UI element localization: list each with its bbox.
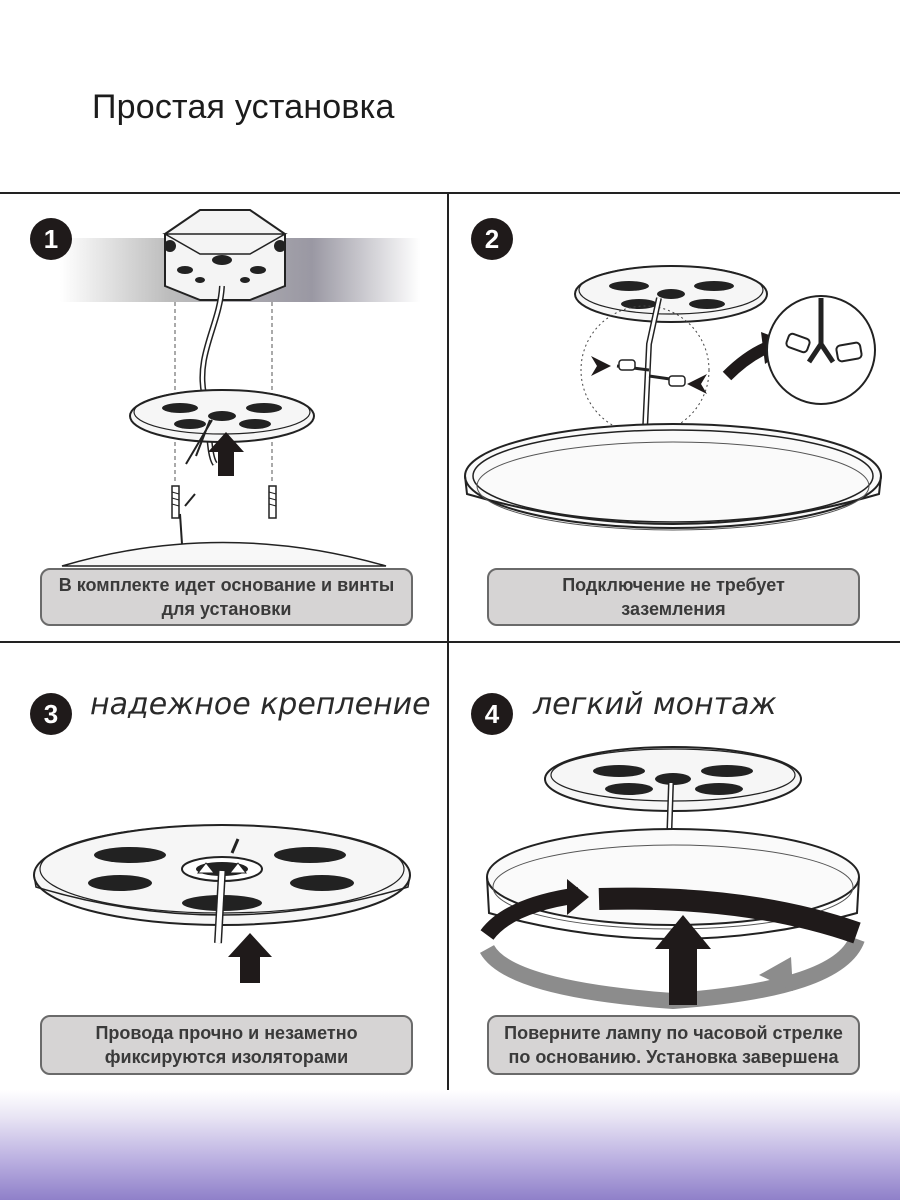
gradient-footer — [0, 1090, 900, 1200]
step-4-heading: легкий монтаж — [533, 687, 777, 722]
step-3-number-badge: 3 — [30, 693, 72, 735]
up-arrow-icon — [655, 915, 711, 1005]
step-2-caption: Подключение не требует заземления — [487, 568, 860, 626]
step-3-panel: 3 надежное крепление Провода прочно и не… — [0, 643, 449, 1090]
wire-connector-icon — [616, 297, 686, 431]
up-arrow-icon — [208, 432, 244, 476]
step-4-caption-line2: по основанию. Установка завершена — [508, 1047, 839, 1067]
step-4-illustration — [479, 746, 865, 1010]
step-3-heading: надежное крепление — [90, 687, 431, 722]
step-1-panel: 1 В комплекте идет основание и винты для… — [0, 194, 449, 643]
step-2-caption-line2: заземления — [621, 599, 726, 619]
mounting-base-icon — [574, 265, 768, 323]
up-arrow-icon — [228, 933, 272, 983]
step-3-caption-line2: фиксируются изоляторами — [104, 1047, 349, 1067]
step-2-number-badge: 2 — [471, 218, 513, 260]
step-1-caption: В комплекте идет основание и винты для у… — [40, 568, 413, 626]
step-4-caption-line1: Поверните лампу по часовой стрелке — [504, 1023, 843, 1043]
step-1-caption-line1: В комплекте идет основание и винты — [58, 575, 395, 595]
step-2-panel: 2 Подключение не требует заземления — [449, 194, 900, 643]
page-title: Простая установка — [92, 88, 395, 126]
step-1-illustration — [60, 209, 420, 567]
step-1-number-badge: 1 — [30, 218, 72, 260]
step-4-panel: 4 легкий монтаж Поверните лампу по часов… — [449, 643, 900, 1090]
step-3-caption: Провода прочно и незаметно фиксируются и… — [40, 1015, 413, 1075]
mounting-base-icon — [544, 746, 802, 812]
step-3-caption-line1: Провода прочно и незаметно — [95, 1023, 358, 1043]
step-2-caption-line1: Подключение не требует — [562, 575, 785, 595]
step-2-illustration — [464, 265, 882, 531]
wire-connector-icon — [766, 295, 876, 405]
lamp-ring-icon — [464, 423, 882, 531]
step-1-caption-line2: для установки — [161, 599, 292, 619]
step-3-illustration — [33, 824, 411, 983]
mounting-base-icon — [129, 389, 315, 443]
step-4-caption: Поверните лампу по часовой стрелке по ос… — [487, 1015, 860, 1075]
screw-icon — [171, 485, 277, 519]
step-4-number-badge: 4 — [471, 693, 513, 735]
steps-grid: 1 В комплекте идет основание и винты для… — [0, 192, 900, 1090]
junction-box-icon — [162, 209, 288, 301]
